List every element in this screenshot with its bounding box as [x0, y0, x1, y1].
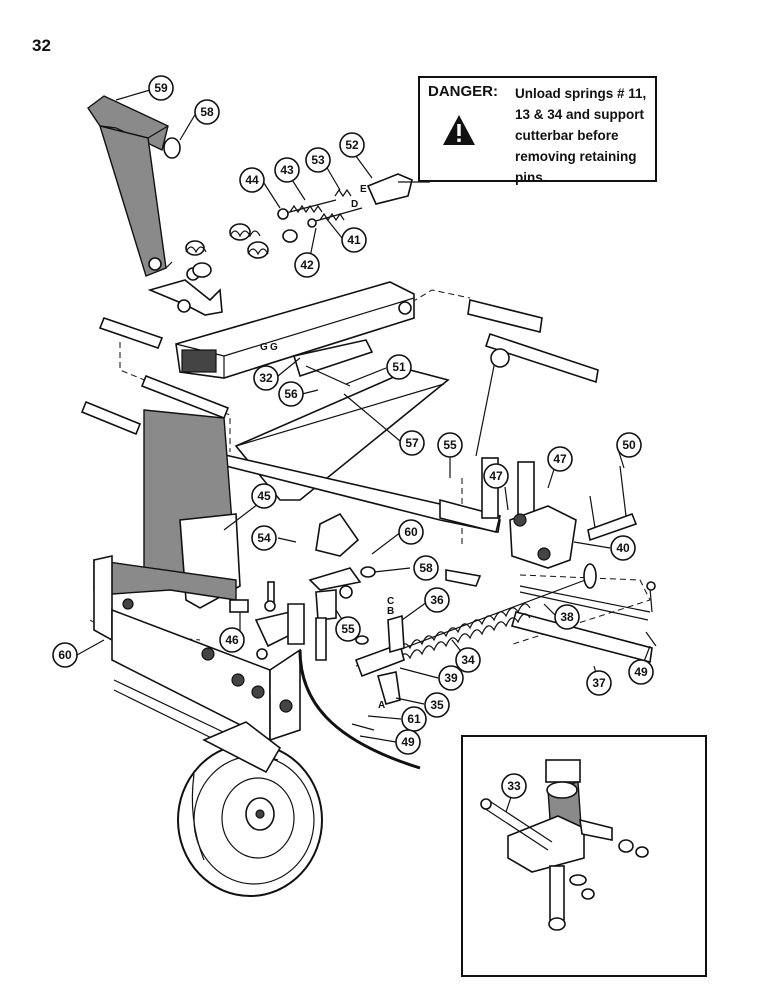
svg-text:33: 33 [507, 779, 521, 793]
callout: 55 [335, 616, 361, 642]
callout: 56 [278, 381, 304, 407]
callout: 45 [251, 483, 277, 509]
letter-label: C [387, 596, 394, 607]
callout: 58 [194, 99, 220, 125]
main-frame [93, 409, 301, 753]
danger-notice: DANGER: Unload springs # 11, 13 & 34 and… [418, 76, 657, 185]
letter-label: G [260, 342, 268, 353]
svg-text:40: 40 [616, 541, 630, 555]
svg-text:60: 60 [404, 525, 418, 539]
svg-text:51: 51 [392, 360, 406, 374]
svg-text:49: 49 [401, 735, 415, 749]
callout: 38 [554, 604, 580, 630]
warning-triangle-icon [443, 115, 475, 145]
callout: 49 [628, 659, 654, 685]
letter-label: D [351, 199, 358, 210]
svg-text:58: 58 [419, 561, 433, 575]
callout: 34 [455, 647, 481, 673]
svg-text:43: 43 [280, 163, 294, 177]
svg-text:44: 44 [245, 173, 259, 187]
danger-message: Unload springs # 11, 13 & 34 and support… [515, 86, 647, 185]
callout: 51 [386, 354, 412, 380]
callout: 43 [274, 157, 300, 183]
svg-text:55: 55 [341, 622, 355, 636]
svg-text:45: 45 [257, 489, 271, 503]
pins [80, 299, 653, 664]
lift-linkage [209, 339, 535, 533]
gauge-wheel [177, 721, 323, 897]
svg-text:49: 49 [634, 665, 648, 679]
callout: 60 [52, 642, 78, 668]
letter-label: A [378, 700, 385, 711]
callout: 59 [148, 75, 174, 101]
callout: 42 [294, 252, 320, 278]
callout: 36 [424, 587, 450, 613]
svg-text:37: 37 [592, 676, 606, 690]
callout: 41 [341, 227, 367, 253]
svg-text:38: 38 [560, 610, 574, 624]
callout: 61 [401, 706, 427, 732]
svg-text:59: 59 [154, 81, 168, 95]
callout: 53 [305, 147, 331, 173]
tension-spring [354, 563, 597, 705]
callout: 47 [483, 463, 509, 489]
callout: 57 [399, 430, 425, 456]
svg-text:46: 46 [225, 633, 239, 647]
callout: 39 [438, 665, 464, 691]
callout: 54 [251, 525, 277, 551]
svg-text:60: 60 [58, 648, 72, 662]
svg-text:55: 55 [443, 438, 457, 452]
callout: 58 [413, 555, 439, 581]
svg-text:53: 53 [311, 153, 325, 167]
springs-group [185, 223, 298, 278]
svg-text:34: 34 [461, 653, 475, 667]
svg-text:35: 35 [430, 698, 444, 712]
callout: 47 [547, 446, 573, 472]
danger-label: DANGER: [428, 83, 498, 100]
callout: 32 [253, 365, 279, 391]
leader-lines [76, 89, 651, 813]
svg-text:58: 58 [200, 105, 214, 119]
callout: 35 [424, 692, 450, 718]
svg-text:42: 42 [300, 258, 314, 272]
callout: 46 [219, 627, 245, 653]
svg-text:47: 47 [489, 469, 503, 483]
cable [298, 649, 421, 770]
page-number: 32 [32, 36, 51, 55]
callout: 55 [437, 432, 463, 458]
hinge-bracket [147, 267, 223, 316]
main-frame-beam [175, 281, 415, 379]
adjuster-rod [519, 581, 657, 647]
svg-text:56: 56 [284, 387, 298, 401]
svg-text:57: 57 [405, 436, 419, 450]
callout: 37 [586, 670, 612, 696]
svg-text:61: 61 [407, 712, 421, 726]
letter-label: G [270, 342, 278, 353]
svg-text:41: 41 [347, 233, 361, 247]
callout: 40 [610, 535, 636, 561]
svg-text:54: 54 [257, 531, 271, 545]
callout: 33 [501, 773, 527, 799]
letter-label: E [360, 184, 367, 195]
svg-text:52: 52 [345, 138, 359, 152]
callout: 44 [239, 167, 265, 193]
callout: 50 [616, 432, 642, 458]
callout: 49 [395, 729, 421, 755]
pivot-housing [509, 465, 638, 569]
bolt-assembly [277, 173, 430, 228]
callout: 60 [398, 519, 424, 545]
small-hardware [229, 512, 482, 661]
svg-text:47: 47 [553, 452, 567, 466]
callout: 52 [339, 132, 365, 158]
pivot-bracket [87, 95, 181, 277]
svg-text:32: 32 [259, 371, 273, 385]
svg-text:36: 36 [430, 593, 444, 607]
inset-detail [461, 735, 707, 977]
svg-text:50: 50 [622, 438, 636, 452]
svg-text:39: 39 [444, 671, 458, 685]
letter-label: B [387, 606, 394, 617]
